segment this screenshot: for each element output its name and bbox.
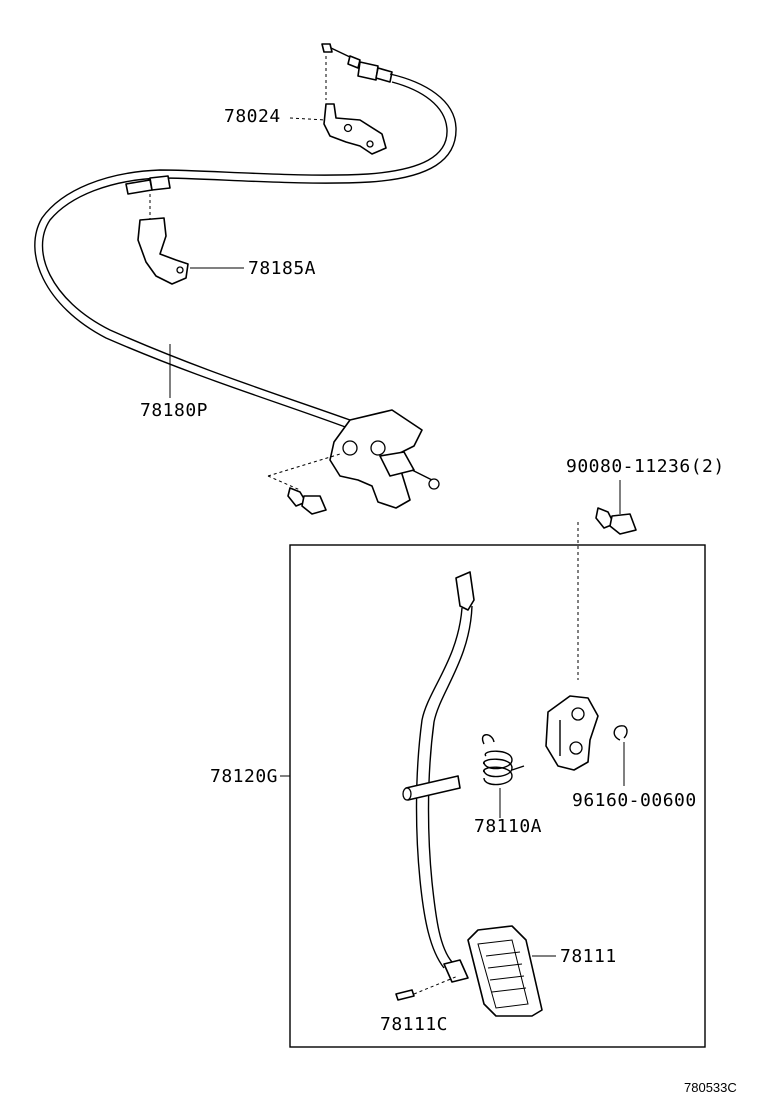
accelerator-cable [34, 43, 457, 429]
pedal-pad-78111 [467, 925, 556, 1017]
leader-lines [169, 117, 501, 818]
spring-78110A [481, 734, 525, 786]
label-78111: 78111 [560, 946, 617, 967]
label-96160: 96160-00600 [572, 790, 697, 811]
bolt-90080 [577, 480, 637, 680]
label-78180P: 78180P [140, 400, 208, 421]
diagram-code: 780533C [684, 1080, 737, 1095]
cable-bracket [267, 409, 440, 515]
pin-78111C [395, 975, 459, 1001]
label-90080: 90080-11236(2) [566, 456, 725, 477]
pedal-lever [402, 571, 475, 983]
label-78120G: 78120G [210, 766, 278, 787]
pedal-assembly-frame [289, 544, 706, 1048]
clip-78185A [137, 194, 189, 285]
label-78110A: 78110A [474, 816, 542, 837]
bracket-78024 [323, 56, 387, 155]
label-78024: 78024 [224, 106, 281, 127]
e-ring-96160 [613, 725, 628, 786]
pedal-bracket [545, 695, 599, 771]
label-78111C: 78111C [380, 1014, 448, 1035]
label-78185A: 78185A [248, 258, 316, 279]
